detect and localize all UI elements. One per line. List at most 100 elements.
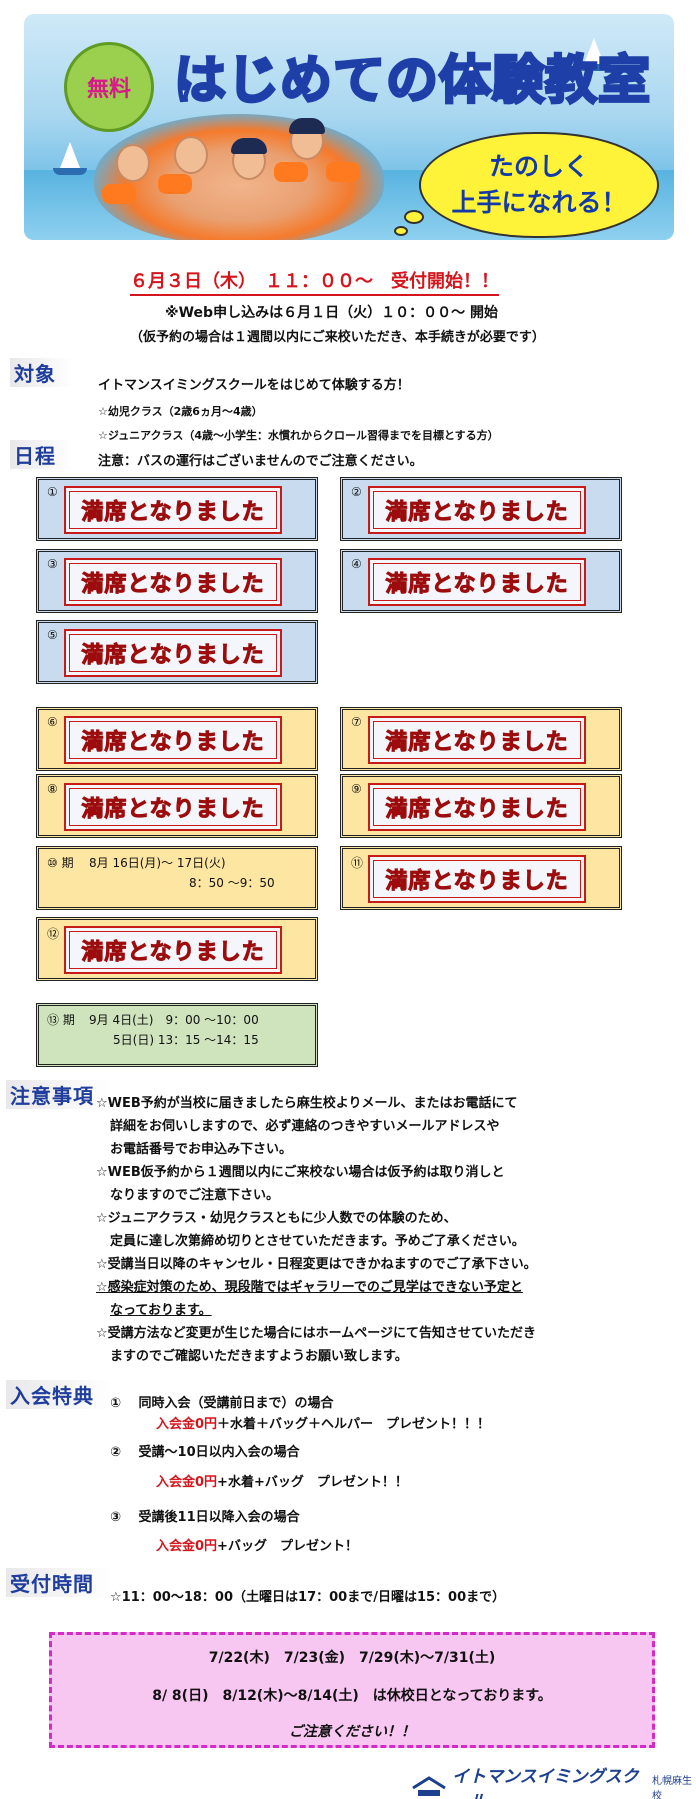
perk-title-text: 受講後11日以降入会の場合 (138, 1510, 300, 1525)
reception-hours: ☆11：00～18：00（土曜日は17：00まで/日曜は15：00まで） (110, 1590, 506, 1605)
fully-booked-stamp: 満席となりました (64, 558, 282, 606)
fully-booked-text: 満席となりました (81, 643, 265, 669)
banner-title: はじめての体験教室 (172, 50, 652, 113)
caution-line: ☆ジュニアクラス・幼児クラスともに少人数での体験のため、 (96, 1211, 457, 1226)
perk-number: ③ (110, 1510, 122, 1525)
fully-booked-text: 満席となりました (385, 500, 569, 526)
closure-dates-line-1: 7/22(木) 7/23(金) 7/29(木)～7/31(土) (208, 1650, 496, 1666)
fully-booked-stamp: 満席となりました (368, 558, 586, 606)
perk-gifts: +水着+バッグ プレゼント！！ (217, 1475, 408, 1490)
fully-booked-text: 満席となりました (385, 869, 569, 895)
schedule-box-1: ① 満席となりました (36, 477, 318, 541)
schedule-number: ⑨ (351, 782, 362, 796)
section-label-target: 対象 (10, 358, 74, 387)
fully-booked-text: 満席となりました (81, 500, 265, 526)
perk-title: ③ 受講後11日以降入会の場合 (110, 1506, 300, 1525)
caution-line: 詳細をお伺いしますので、必ず連絡のつきやすいメールアドレスや (110, 1119, 500, 1134)
free-badge: 無料 (64, 42, 154, 132)
perk-fee: 入会金0円 (156, 1475, 218, 1490)
perk-gifts: ＋水着＋バッグ＋ヘルパー プレゼント！！！ (217, 1417, 491, 1432)
cloud-line-1: たのしく (488, 152, 589, 181)
schedule-box-12: ⑫ 満席となりました (36, 917, 318, 981)
fully-booked-text: 満席となりました (81, 797, 265, 823)
schedule-number: ② (351, 485, 362, 499)
thought-bubble (404, 210, 424, 224)
schedule-box-3: ③ 満席となりました (36, 549, 318, 613)
schedule-box-7: ⑦ 満席となりました (340, 707, 622, 771)
caution-line: なっております。 (110, 1303, 212, 1318)
perk-fee: 入会金0円 (156, 1417, 218, 1432)
schedule-number: ⑪ (351, 856, 364, 870)
perk-number: ① (110, 1396, 122, 1411)
schedule-number: ⑤ (47, 628, 58, 642)
closure-notice-box: 7/22(木) 7/23(金) 7/29(木)～7/31(土) 8/ 8(日) … (49, 1632, 655, 1748)
perk-detail: 入会金0円+水着+バッグ プレゼント！！ (156, 1471, 408, 1490)
schedule-box-5: ⑤ 満席となりました (36, 620, 318, 684)
school-logo: イトマンスイミングスクール 札幌麻生校 (412, 1762, 696, 1799)
perk-title: ① 同時入会（受講前日まで）の場合 (110, 1392, 334, 1411)
logo-branch: 札幌麻生校 (652, 1776, 693, 1799)
sailboat-icon (60, 142, 80, 168)
target-junior-class: ☆ジュニアクラス（4歳～小学生：水慣れからクロール習得までを目標とする方） (98, 429, 499, 442)
registration-start-date: ６月３日（木） １１：００～ 受付開始！！ (130, 267, 499, 296)
closure-caution: ご注意ください！！ (289, 1724, 415, 1740)
caution-line: ☆感染症対策のため、現段階ではギャラリーでのご見学はできない予定と (96, 1280, 523, 1295)
section-label-schedule: 日程 (10, 440, 74, 469)
schedule-number: ⑬ 期 (47, 1013, 75, 1027)
caution-line: ☆WEB予約が当校に届きましたら麻生校よりメール、またはお電話にて (96, 1096, 518, 1111)
caution-line: ☆受講方法など変更が生じた場合にはホームページにて告知させていただき (96, 1326, 537, 1341)
header-banner: 無料 はじめての体験教室 たのしく 上手になれる！ (24, 14, 674, 240)
schedule-box-8: ⑧ 満席となりました (36, 774, 318, 838)
speech-cloud: たのしく 上手になれる！ (419, 132, 659, 238)
schedule-box-10: ⑩ 期 8月 16日(月)～ 17日(火) 8：50 ～9：50 (36, 846, 318, 910)
section-label-hours: 受付時間 (6, 1568, 112, 1597)
target-description: イトマンスイミングスクールをはじめて体験する方！ (98, 378, 410, 393)
perk-title-text: 受講～10日以内入会の場合 (138, 1445, 300, 1460)
logo-text: イトマンスイミングスクール (452, 1767, 639, 1799)
perk-detail: 入会金0円＋水着＋バッグ＋ヘルパー プレゼント！！！ (156, 1413, 490, 1432)
caution-line: ☆WEB仮予約から１週間以内にご来校ない場合は仮予約は取り消しと (96, 1165, 505, 1180)
bus-notice: 注意：バスの運行はございませんのでご注意ください。 (98, 454, 423, 469)
free-badge-label: 無料 (86, 77, 131, 102)
schedule-box-6: ⑥ 満席となりました (36, 707, 318, 771)
web-application-start: ※Web申し込みは６月１日（火）１０：００～ 開始 (165, 305, 498, 321)
caution-line: ますのでご確認いただきますようお願い致します。 (110, 1349, 408, 1364)
caution-line: お電話番号でお申込み下さい。 (110, 1142, 293, 1157)
perk-number: ② (110, 1445, 122, 1460)
logo-roof-icon (412, 1776, 446, 1798)
children-photo (94, 114, 384, 240)
fully-booked-text: 満席となりました (81, 940, 265, 966)
fully-booked-stamp: 満席となりました (64, 783, 282, 831)
sailboat-hull (53, 168, 87, 175)
perk-title-text: 同時入会（受講前日まで）の場合 (138, 1396, 334, 1411)
fully-booked-text: 満席となりました (385, 572, 569, 598)
fully-booked-stamp: 満席となりました (64, 486, 282, 534)
fully-booked-stamp: 満席となりました (64, 629, 282, 677)
schedule-box-9: ⑨ 満席となりました (340, 774, 622, 838)
schedule-number: ⑦ (351, 715, 362, 729)
schedule-box-4: ④ 満席となりました (340, 549, 622, 613)
fully-booked-text: 満席となりました (385, 797, 569, 823)
fully-booked-text: 満席となりました (81, 730, 265, 756)
fully-booked-text: 満席となりました (385, 730, 569, 756)
schedule-times: 5日(日) 13：15 ～14：15 (113, 1033, 259, 1047)
section-label-perks: 入会特典 (6, 1380, 112, 1409)
schedule-number: ⑧ (47, 782, 58, 796)
perk-detail: 入会金0円+バッグ プレゼント！ (156, 1535, 358, 1554)
sailboat-hull (577, 64, 611, 71)
schedule-number: ① (47, 485, 58, 499)
fully-booked-stamp: 満席となりました (64, 926, 282, 974)
schedule-number: ④ (351, 557, 362, 571)
fully-booked-stamp: 満席となりました (368, 783, 586, 831)
caution-line: ☆受講当日以降のキャンセル・日程変更はできかねますのでご了承下さい。 (96, 1257, 537, 1272)
fully-booked-stamp: 満席となりました (368, 855, 586, 903)
caution-line: 定員に達し次第締め切りとさせていただきます。予めご了承ください。 (110, 1234, 525, 1249)
cloud-line-2: 上手になれる！ (451, 188, 627, 217)
section-label-cautions: 注意事項 (6, 1080, 112, 1109)
fully-booked-stamp: 満席となりました (64, 716, 282, 764)
thought-bubble (394, 226, 408, 236)
caution-line: なりますのでご注意下さい。 (110, 1188, 280, 1203)
target-preschool-class: ☆幼児クラス（2歳6ヵ月～4歳） (98, 405, 263, 418)
perk-title: ② 受講～10日以内入会の場合 (110, 1441, 300, 1460)
provisional-reservation-note: （仮予約の場合は１週間以内にご来校いただき、本手続きが必要です） (130, 330, 545, 345)
